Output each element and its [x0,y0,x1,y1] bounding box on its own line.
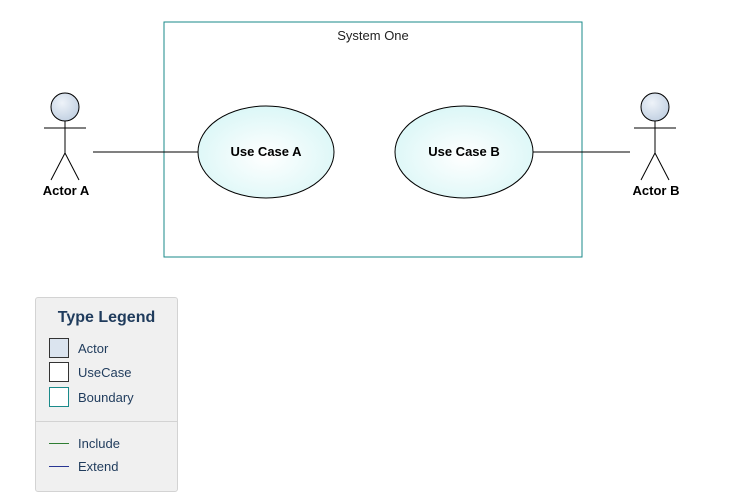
use-case-a-shape [197,105,335,199]
actor-swatch-icon [49,338,69,358]
boundary-swatch-icon [49,387,69,407]
legend-item-label: UseCase [78,364,132,380]
legend-item-boundary: Boundary [49,386,134,408]
actor-a-head [50,92,80,122]
legend-divider [36,421,177,422]
legend-item-include: Include [49,432,120,454]
legend-item-label: Include [78,435,120,451]
include-line-icon [49,442,69,444]
extend-line-icon [49,465,69,467]
actor-a-label: Actor A [43,183,90,198]
type-legend: Type Legend Actor UseCase Boundary Inclu… [35,297,178,492]
usecase-swatch-icon [49,362,69,382]
use-case-b[interactable]: Use Case B [394,105,534,199]
actor-b-right-leg [654,152,670,181]
actor-b[interactable]: Actor B [633,92,680,198]
legend-item-label: Extend [78,458,119,474]
legend-item-actor: Actor [49,337,108,359]
actor-a-left-leg [50,152,66,181]
actor-a-right-leg [64,152,80,181]
use-case-b-shape [394,105,534,199]
actor-b-head [640,92,670,122]
use-case-b-label: Use Case B [428,144,500,159]
actor-b-label: Actor B [633,183,680,198]
legend-item-usecase: UseCase [49,361,131,383]
legend-item-label: Actor [78,340,109,356]
legend-title: Type Legend [57,309,156,326]
actor-b-left-leg [640,152,656,181]
system-label: System One [337,28,409,43]
actor-a[interactable]: Actor A [43,92,90,198]
legend-item-extend: Extend [49,455,118,477]
legend-item-label: Boundary [78,389,134,405]
use-case-a-label: Use Case A [230,144,302,159]
use-case-a[interactable]: Use Case A [197,105,335,199]
